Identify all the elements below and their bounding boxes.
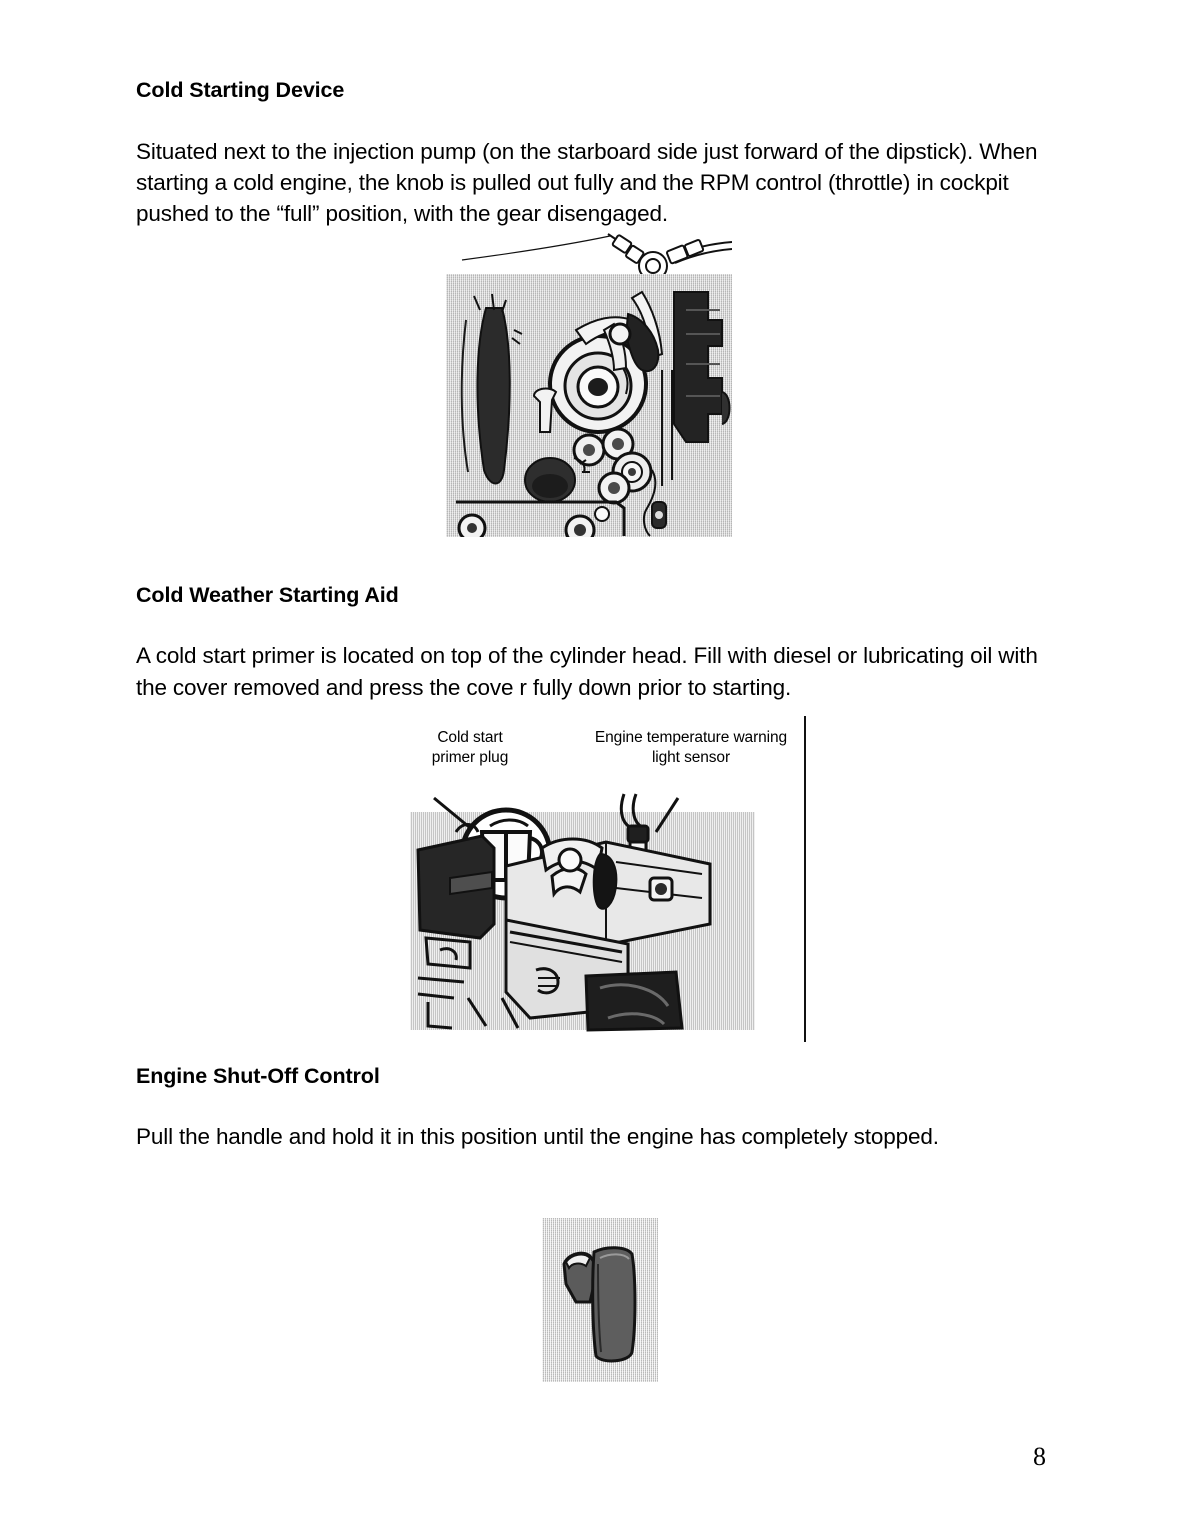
section-heading-cold-starting-device: Cold Starting Device bbox=[136, 78, 345, 102]
page-number: 8 bbox=[1033, 1442, 1046, 1471]
callout-label-line-1: Cold start bbox=[437, 729, 503, 746]
section-heading-engine-shut-off-control: Engine Shut-Off Control bbox=[136, 1063, 380, 1088]
figure-vertical-rule bbox=[804, 716, 806, 1042]
callout-label-engine-temperature-sensor: Engine temperature warning light sensor bbox=[578, 728, 804, 768]
figure-cold-start-primer-diagram: Cold start primer plug Engine temperatur… bbox=[398, 714, 808, 1044]
callout-label-line-2: primer plug bbox=[431, 748, 509, 766]
callout-label-line-2: light sensor bbox=[651, 748, 731, 766]
fuel-lines-graphic bbox=[461, 233, 732, 281]
injection-pump-photo-detail bbox=[456, 290, 731, 537]
cylinder-head-line-drawing bbox=[416, 793, 712, 1032]
figure-injection-pump-photo bbox=[432, 232, 732, 537]
section-heading-cold-weather-starting-aid: Cold Weather Starting Aid bbox=[136, 582, 399, 607]
section-body-cold-weather-starting-aid: A cold start primer is located on top of… bbox=[136, 643, 1038, 700]
section-body-cold-starting-device: Situated next to the injection pump (on … bbox=[136, 138, 1038, 227]
injection-pump-photo-image bbox=[446, 274, 732, 537]
shutoff-handle-graphic bbox=[562, 1246, 637, 1363]
callout-label-cold-start-primer-plug: Cold start primer plug bbox=[404, 728, 536, 768]
figure-shutoff-handle-photo bbox=[542, 1218, 658, 1382]
callout-label-line-1: Engine temperature warning bbox=[594, 729, 788, 746]
section-body-engine-shut-off-control: Pull the handle and hold it in this posi… bbox=[136, 1124, 939, 1150]
page-content: Cold Starting Device Situated next to th… bbox=[136, 78, 1052, 1153]
